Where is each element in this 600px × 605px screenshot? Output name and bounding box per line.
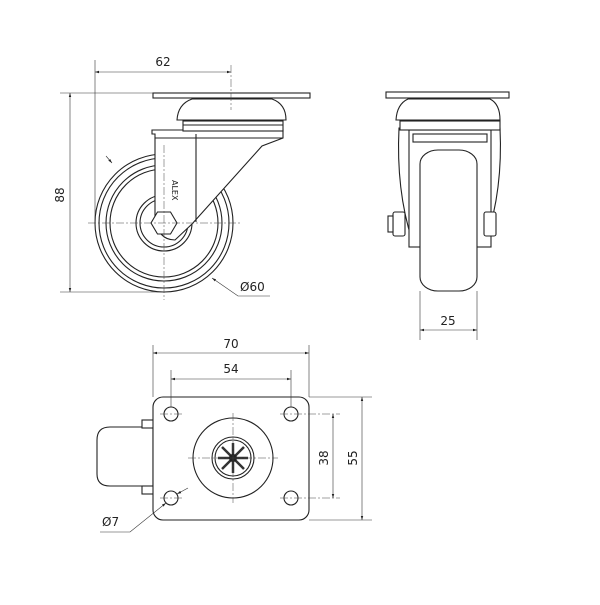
brand-mark: ALEX bbox=[170, 180, 179, 201]
wheel-diameter-dimension: Ø60 bbox=[240, 280, 265, 294]
plate-width-dimension: 70 bbox=[223, 337, 238, 351]
plate-depth-dimension: 55 bbox=[346, 450, 360, 465]
axle-nut-left bbox=[392, 211, 406, 237]
hole-spacing-x-dimension: 54 bbox=[223, 362, 238, 376]
wheel-width-dimension: 25 bbox=[440, 314, 455, 328]
front-view: ALEX 88 62 Ø60 bbox=[53, 55, 311, 300]
hole-diameter-dimension: Ø7 bbox=[102, 515, 119, 529]
offset-dimension: 62 bbox=[155, 55, 170, 69]
top-view: 70 54 38 55 Ø7 bbox=[96, 337, 372, 533]
height-dimension: 88 bbox=[53, 187, 67, 202]
side-view: 25 bbox=[385, 91, 510, 340]
hole-spacing-y-dimension: 38 bbox=[317, 450, 331, 465]
axle-nut-right bbox=[483, 211, 497, 237]
swivel-head bbox=[152, 92, 311, 132]
